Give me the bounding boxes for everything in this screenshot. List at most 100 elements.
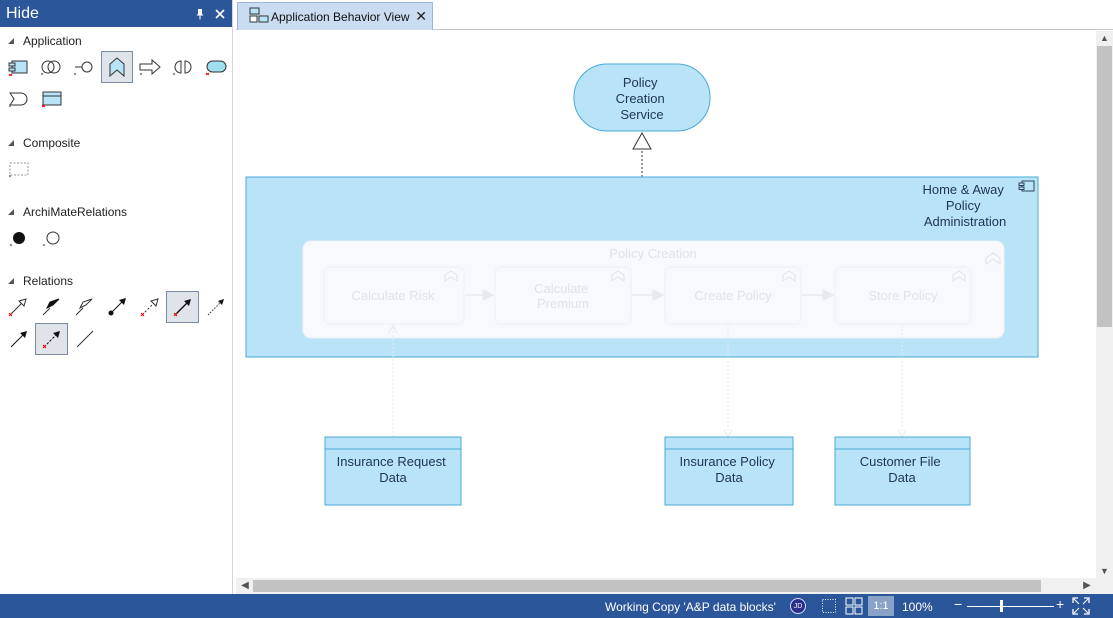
- zoom-slider-track[interactable]: [967, 606, 1054, 607]
- application-service-tool-icon[interactable]: [199, 51, 232, 83]
- vertical-scroll-thumb[interactable]: [1097, 46, 1112, 327]
- actual-size-button[interactable]: 1:1: [868, 596, 894, 616]
- or-junction-tool-icon[interactable]: [35, 222, 68, 254]
- step-label-calculate-risk: Calculate Risk: [351, 288, 435, 303]
- scroll-up-icon[interactable]: ▲: [1100, 33, 1109, 43]
- horizontal-scrollbar[interactable]: ◀ ▶: [236, 578, 1113, 594]
- scroll-left-icon[interactable]: ◀: [241, 580, 249, 591]
- function-icon: [444, 270, 458, 282]
- access-relation-request-to-risk[interactable]: [388, 323, 398, 437]
- data-object-customer-file[interactable]: Customer File Data: [834, 436, 971, 506]
- section-archimate-relations-header[interactable]: ArchiMateRelations: [0, 202, 232, 222]
- working-copy-label: Working Copy 'A&P data blocks': [605, 600, 776, 614]
- zoom-slider-thumb[interactable]: [1000, 600, 1004, 612]
- data-object-insurance-request[interactable]: Insurance Request Data: [324, 436, 462, 506]
- section-composite-label: Composite: [23, 136, 81, 150]
- application-process-tool-icon[interactable]: [133, 51, 166, 83]
- section-relations: Relations: [0, 271, 232, 355]
- scroll-right-icon[interactable]: ▶: [1083, 580, 1091, 591]
- specialization-relation-tool-icon[interactable]: [2, 291, 35, 323]
- zoom-out-button[interactable]: −: [954, 596, 963, 612]
- component-label-line-1: Home & Away: [922, 182, 1004, 197]
- grouping-tool-icon[interactable]: [2, 153, 35, 185]
- application-collaboration-tool-icon[interactable]: [35, 51, 68, 83]
- grid-dots-icon[interactable]: [820, 597, 838, 615]
- and-junction-tool-icon[interactable]: [2, 222, 35, 254]
- function-icon: [952, 270, 966, 282]
- realization-relation-tool-icon[interactable]: [133, 291, 166, 323]
- fit-to-screen-icon[interactable]: [1072, 597, 1090, 615]
- service-label-line-2: Creation: [616, 91, 665, 106]
- access-relation-tool-icon[interactable]: [199, 291, 232, 323]
- section-composite: Composite: [0, 133, 232, 185]
- document-tab-bar: Application Behavior View ✕: [236, 0, 1113, 30]
- section-archimate-relations-label: ArchiMateRelations: [23, 205, 128, 219]
- assignment-relation-tool-icon[interactable]: [101, 291, 134, 323]
- zoom-in-button[interactable]: +: [1056, 596, 1065, 612]
- section-application-header[interactable]: Application: [0, 31, 232, 51]
- data-object-label-line-2: Data: [379, 470, 407, 485]
- association-relation-tool-icon[interactable]: [68, 323, 101, 355]
- close-icon[interactable]: [212, 6, 228, 22]
- service-label-line-3: Service: [620, 107, 663, 122]
- svg-text:Insurance Request Da: Insurance Request Data: [337, 454, 450, 485]
- data-object-label-line-1: Customer File: [860, 454, 941, 469]
- step-label-store-policy: Store Policy: [868, 288, 938, 303]
- function-icon: [611, 270, 625, 282]
- composition-relation-tool-icon[interactable]: [35, 291, 68, 323]
- realization-relation[interactable]: [632, 131, 652, 177]
- tab-title: Application Behavior View: [271, 9, 410, 24]
- aggregation-relation-tool-icon[interactable]: [68, 291, 101, 323]
- application-function-tool-icon[interactable]: [100, 51, 134, 83]
- collapse-triangle-icon: [8, 140, 14, 146]
- collapse-triangle-icon: [8, 209, 14, 215]
- application-tools-row-2: [0, 83, 232, 115]
- scroll-down-icon[interactable]: ▼: [1100, 566, 1109, 576]
- data-object-tool-icon[interactable]: [35, 83, 68, 115]
- data-object-label-line-1: Insurance Policy: [679, 454, 775, 469]
- application-event-tool-icon[interactable]: [2, 83, 35, 115]
- tab-close-icon[interactable]: ✕: [415, 8, 427, 24]
- svg-text:Home & Away Policy: Home & Away Policy Administration: [922, 182, 1007, 229]
- function-store-policy[interactable]: Store Policy: [834, 266, 972, 325]
- palette-title[interactable]: Hide: [6, 4, 39, 22]
- vertical-scrollbar[interactable]: ▲ ▼: [1096, 31, 1113, 578]
- flow-relation-tool-icon[interactable]: [35, 323, 68, 355]
- tab-application-behavior-view[interactable]: Application Behavior View ✕: [237, 2, 433, 30]
- component-label-line-3: Administration: [924, 214, 1006, 229]
- application-view-icon: [249, 7, 269, 26]
- component-label-line-2: Policy: [946, 198, 981, 213]
- section-application-label: Application: [23, 34, 82, 48]
- application-component-tool-icon[interactable]: [2, 51, 35, 83]
- palette-header: Hide: [0, 0, 232, 27]
- serving-relation-tool-icon[interactable]: [166, 291, 200, 323]
- section-archimate-relations: ArchiMateRelations: [0, 202, 232, 254]
- step-label-premium-line-2: Premium: [537, 296, 589, 311]
- application-service-policy-creation[interactable]: Policy Creation Service: [573, 63, 711, 132]
- step-label-premium-line-1: Calculate: [534, 281, 588, 296]
- service-label-line-1: Policy: [623, 75, 658, 90]
- horizontal-scroll-thumb[interactable]: [253, 580, 1041, 592]
- data-object-insurance-policy[interactable]: Insurance Policy Data: [664, 436, 794, 506]
- layout-grid-icon[interactable]: [845, 597, 863, 615]
- triggering-relation-tool-icon[interactable]: [2, 323, 35, 355]
- archimate-relations-tools-row: [0, 222, 232, 254]
- function-calculate-premium[interactable]: Calculate Premium: [494, 266, 632, 325]
- composite-tools-row: [0, 153, 232, 185]
- function-create-policy[interactable]: Create Policy: [664, 266, 802, 325]
- data-object-label-line-2: Data: [715, 470, 743, 485]
- section-composite-header[interactable]: Composite: [0, 133, 232, 153]
- user-avatar[interactable]: JD: [790, 598, 806, 614]
- application-interface-tool-icon[interactable]: [68, 51, 101, 83]
- status-bar: Working Copy 'A&P data blocks' JD 1:1 10…: [0, 594, 1113, 618]
- svg-text:Policy Creation: Policy Creation Service: [616, 75, 669, 122]
- application-interaction-tool-icon[interactable]: [166, 51, 199, 83]
- section-relations-header[interactable]: Relations: [0, 271, 232, 291]
- function-calculate-risk[interactable]: Calculate Risk: [323, 266, 465, 325]
- diagram-svg: Policy Creation Service Home & Away Poli…: [245, 63, 1039, 506]
- zoom-level-label: 100%: [902, 600, 933, 614]
- diagram-canvas[interactable]: Policy Creation Service Home & Away Poli…: [236, 31, 1096, 578]
- pin-icon[interactable]: [192, 6, 208, 22]
- application-tools-row-1: [0, 51, 232, 83]
